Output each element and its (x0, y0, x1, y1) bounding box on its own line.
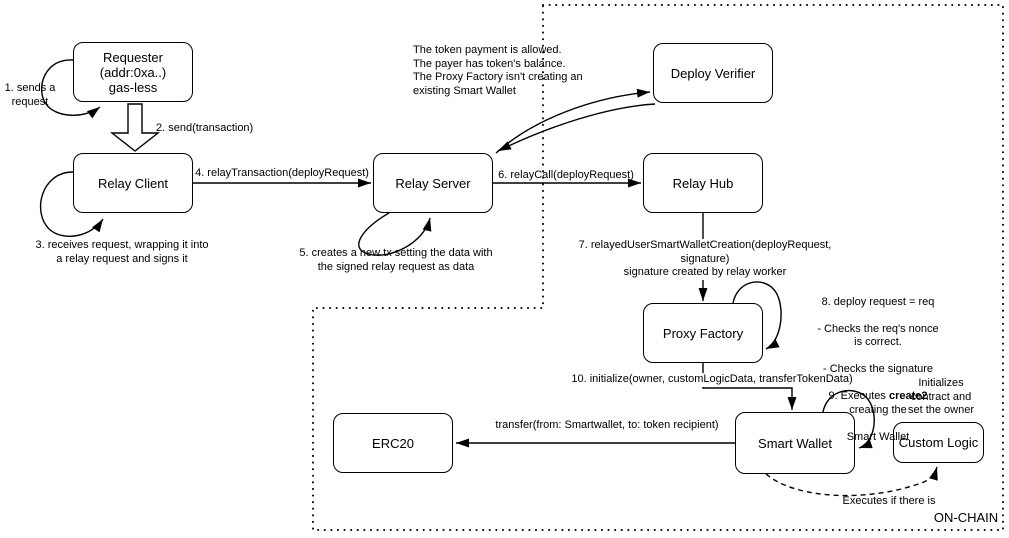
label-executes-note: Executes if there is (842, 495, 936, 507)
smart-wallet-box: Smart Wallet (735, 412, 855, 474)
label-step5: 5. creates a new tx setting the data wit… (299, 247, 493, 273)
arrow-step3-self-loop (39, 171, 104, 237)
label-step6: 6. relayCall(deployRequest) (498, 169, 634, 181)
arrow-step2-block (109, 103, 161, 152)
custom-logic-box: Custom Logic (893, 422, 984, 463)
arrow-verifier-to-server (497, 103, 656, 152)
proxy-factory-box: Proxy Factory (643, 303, 763, 363)
label-step9-post: creating the (849, 403, 907, 416)
label-step8-line1: 8. deploy request = req (821, 295, 935, 308)
label-step8-9: 8. deploy request = req - Checks the req… (813, 282, 944, 458)
on-chain-label: ON-CHAIN (933, 510, 999, 525)
arrow-step5-self-loop (358, 212, 432, 256)
label-verifier-note: The token payment is allowed. The payer … (413, 44, 583, 97)
label-initializes-note: Initializes contract and set the owner (907, 377, 975, 416)
arrow-server-to-verifier (495, 88, 651, 154)
label-step9-line2: Smart Wallet (846, 430, 910, 443)
label-step2: 2. send(transaction) (156, 122, 254, 134)
label-step9-line1: 9. Executes create2 creating the (813, 390, 944, 417)
label-step1: 1. sends a request (4, 82, 56, 108)
arrow-step10 (702, 363, 797, 410)
label-step4: 4. relayTransaction(deployRequest) (195, 167, 369, 179)
relay-hub-box: Relay Hub (643, 153, 763, 213)
label-step3: 3. receives request, wrapping it into a … (35, 239, 209, 265)
label-transfer: transfer(from: Smartwallet, to: token re… (495, 419, 719, 431)
relay-client-box: Relay Client (73, 153, 193, 213)
label-step8-line2: - Checks the req's nonce is correct. (817, 322, 939, 349)
arrow-smart-wallet-self-loop (822, 389, 875, 449)
label-step7: 7. relayedUserSmartWalletCreation(deploy… (553, 239, 857, 280)
label-step9-create2: create2 (889, 390, 928, 402)
arrow-step8-self-loop (732, 281, 782, 350)
arrow-executes-dashed (765, 466, 938, 497)
relay-server-box: Relay Server (373, 153, 493, 213)
label-step8-line3: - Checks the signature (822, 363, 934, 375)
arrow-step1-self-loop (41, 59, 101, 119)
erc20-box: ERC20 (333, 413, 453, 473)
label-step10: 10. initialize(owner, customLogicData, t… (569, 373, 855, 387)
label-step9-pre: 9. Executes (828, 390, 889, 402)
deploy-verifier-box: Deploy Verifier (653, 43, 773, 103)
requester-box: Requester (addr:0xa..) gas-less (73, 42, 193, 102)
